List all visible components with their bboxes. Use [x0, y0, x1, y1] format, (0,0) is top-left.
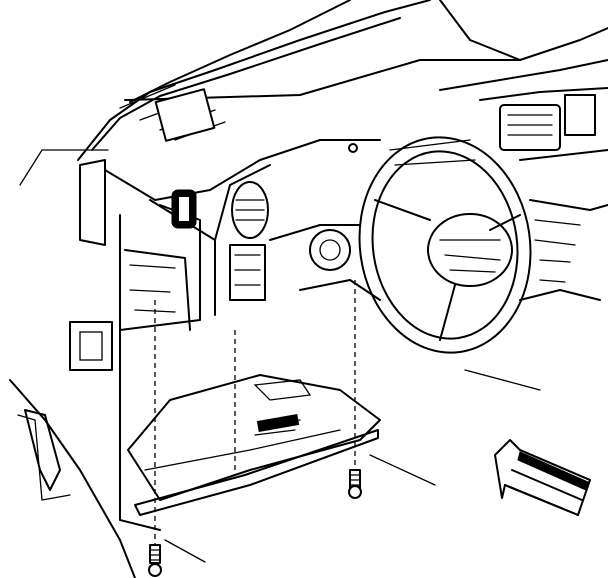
steering-wheel [358, 136, 532, 354]
leader-line-right [464, 369, 541, 391]
leader-line-bottom [369, 454, 436, 486]
body-edge [9, 379, 136, 578]
guide-lines [154, 280, 356, 545]
leader-line-top [19, 149, 109, 186]
leader-line-bottom-left [164, 539, 206, 563]
arrow-icon [494, 439, 591, 516]
bolt-icon [148, 544, 162, 577]
dash-body [104, 139, 381, 531]
dash-top [77, 0, 608, 161]
side-panel [69, 159, 113, 371]
closeout-panel [127, 374, 381, 516]
right-dash [439, 59, 608, 301]
center-dash [229, 143, 381, 301]
bolt-icon [348, 469, 362, 499]
